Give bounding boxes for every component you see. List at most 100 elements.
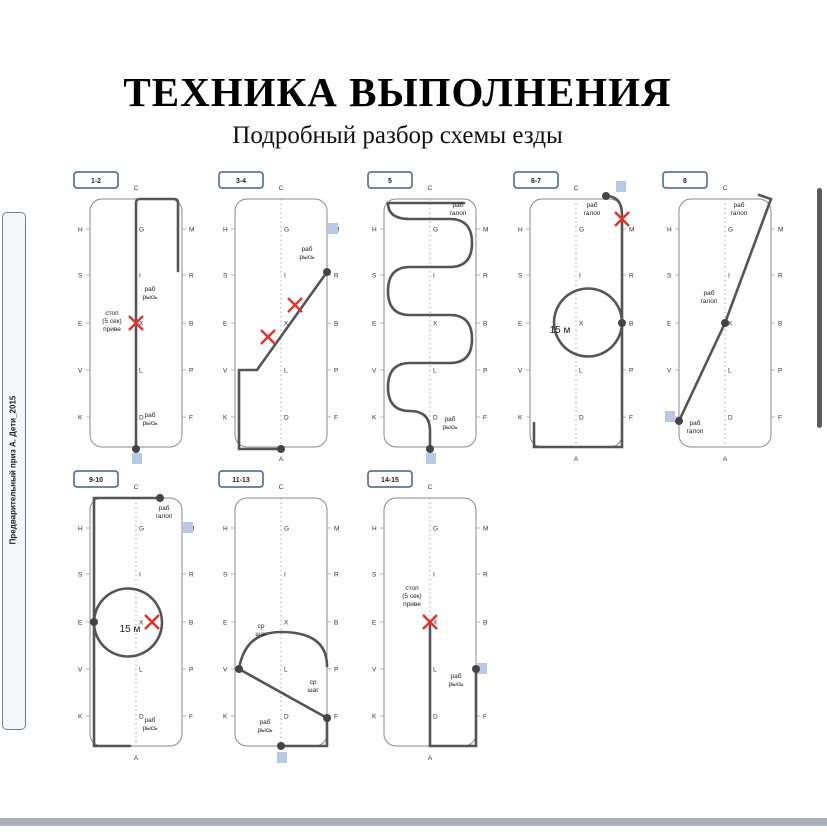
ride-path bbox=[428, 620, 478, 748]
letter-right: F bbox=[629, 415, 633, 422]
letter-right: B bbox=[483, 321, 487, 328]
letter-top: C bbox=[134, 484, 139, 491]
ride-path bbox=[237, 630, 329, 671]
letter-center: L bbox=[433, 667, 437, 674]
figure-note: галоп bbox=[731, 210, 748, 217]
letter-left: H bbox=[223, 227, 228, 234]
start-dot bbox=[472, 665, 480, 673]
letter-left: K bbox=[372, 714, 377, 721]
figure-note: раб bbox=[734, 201, 745, 209]
letter-center: D bbox=[139, 415, 144, 422]
figure-note: стоп bbox=[405, 585, 419, 592]
figure-note: рысь bbox=[449, 681, 465, 688]
letter-left: V bbox=[78, 368, 83, 375]
figure-tag-label: 1-2 bbox=[91, 178, 101, 185]
figure-note: рысь bbox=[143, 294, 159, 301]
figure-note: раб bbox=[159, 504, 170, 512]
figure-note: ср bbox=[310, 679, 317, 686]
letter-center: G bbox=[728, 227, 733, 234]
scrollbar[interactable] bbox=[817, 188, 822, 428]
highlight-box bbox=[665, 411, 675, 422]
start-dot bbox=[721, 319, 729, 327]
letter-right: F bbox=[334, 415, 338, 422]
highlight-box bbox=[132, 453, 142, 464]
letter-left: K bbox=[518, 415, 523, 422]
letter-left: E bbox=[78, 620, 83, 627]
letter-left: H bbox=[372, 227, 377, 234]
letter-left: V bbox=[223, 368, 228, 375]
letter-top: C bbox=[428, 484, 433, 491]
letter-right: P bbox=[778, 368, 782, 375]
letter-right: R bbox=[189, 572, 194, 579]
start-dot bbox=[277, 445, 285, 453]
letter-center: D bbox=[728, 415, 733, 422]
letter-bottom: A bbox=[134, 755, 139, 762]
letter-left: E bbox=[667, 321, 672, 328]
figure-note: рысь bbox=[258, 727, 274, 734]
figure-note: галоп bbox=[687, 428, 704, 435]
ride-path bbox=[237, 270, 329, 451]
letter-center: X bbox=[139, 321, 144, 328]
figure-note: галоп bbox=[450, 210, 467, 217]
figure-tag bbox=[73, 171, 119, 189]
letter-center: G bbox=[433, 526, 438, 533]
figure-note: раб bbox=[453, 201, 464, 209]
letter-right: R bbox=[189, 273, 194, 280]
letter-right: M bbox=[778, 227, 783, 234]
figure-note: стоп bbox=[105, 310, 119, 317]
letter-center: X bbox=[579, 321, 584, 328]
letter-right: R bbox=[334, 273, 339, 280]
ride-path bbox=[134, 197, 180, 451]
letter-right: P bbox=[483, 368, 487, 375]
start-dot bbox=[323, 268, 331, 276]
side-tab[interactable] bbox=[2, 212, 26, 730]
start-dot bbox=[618, 319, 626, 327]
letter-top: C bbox=[134, 185, 139, 192]
letter-left: V bbox=[372, 667, 377, 674]
letter-left: S bbox=[667, 273, 672, 280]
start-dot bbox=[426, 445, 434, 453]
letter-right: R bbox=[483, 572, 488, 579]
letter-left: V bbox=[518, 368, 523, 375]
letter-center: I bbox=[728, 273, 730, 280]
letter-center: I bbox=[139, 572, 141, 579]
letter-left: E bbox=[223, 620, 228, 627]
letter-left: S bbox=[372, 273, 377, 280]
ride-path bbox=[677, 193, 773, 423]
letter-right: F bbox=[483, 415, 487, 422]
figure-note: ср bbox=[258, 623, 265, 630]
letter-center: D bbox=[284, 415, 289, 422]
letter-left: K bbox=[372, 415, 377, 422]
letter-center: D bbox=[284, 714, 289, 721]
page-title: ТЕХНИКА ВЫПОЛНЕНИЯ bbox=[123, 69, 672, 115]
letter-left: H bbox=[518, 227, 523, 234]
letter-center: L bbox=[139, 667, 143, 674]
letter-right: P bbox=[189, 368, 193, 375]
ride-path bbox=[92, 587, 164, 658]
letter-right: B bbox=[629, 321, 633, 328]
stop-mark bbox=[260, 329, 276, 345]
letter-left: K bbox=[223, 415, 228, 422]
letter-left: S bbox=[372, 572, 377, 579]
letter-left: H bbox=[78, 526, 83, 533]
letter-center: X bbox=[284, 321, 289, 328]
letter-right: M bbox=[483, 227, 488, 234]
ride-path bbox=[386, 201, 474, 451]
letter-left: E bbox=[78, 321, 83, 328]
letter-center: X bbox=[433, 321, 438, 328]
figure-note: 15 м bbox=[550, 325, 571, 336]
letter-center: I bbox=[579, 273, 581, 280]
figure-note: раб bbox=[587, 201, 598, 209]
letter-left: K bbox=[223, 714, 228, 721]
stop-mark bbox=[144, 614, 160, 630]
figure-tag-label: 9-10 bbox=[89, 477, 103, 484]
stop-mark bbox=[614, 211, 630, 227]
letter-center: L bbox=[579, 368, 583, 375]
letter-left: S bbox=[78, 572, 83, 579]
arena-diagram: 3-4CAHMGSRIEBXVPLKFDрабрысь bbox=[218, 171, 339, 463]
letter-right: F bbox=[334, 714, 338, 721]
letter-right: B bbox=[189, 620, 193, 627]
highlight-box bbox=[277, 752, 287, 763]
letter-top: C bbox=[723, 185, 728, 192]
